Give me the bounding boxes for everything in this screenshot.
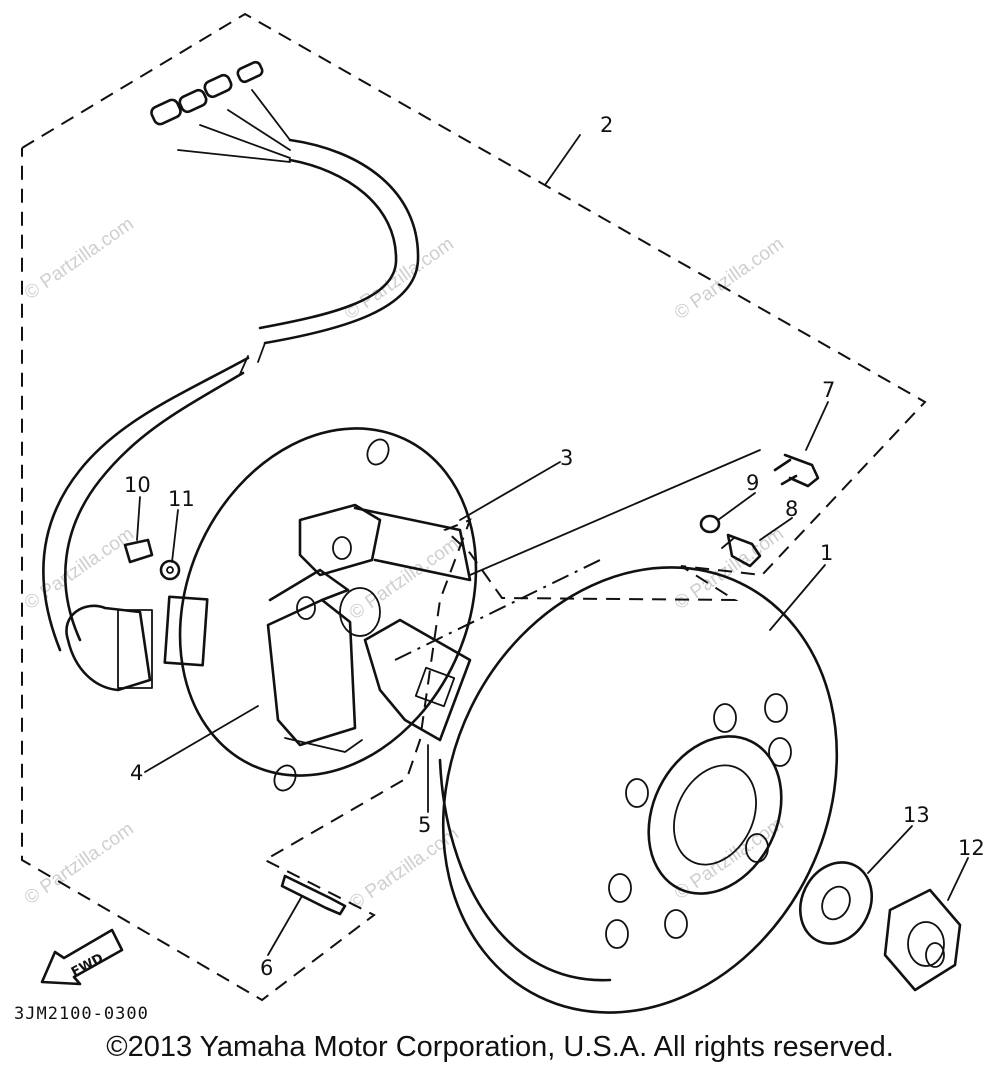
callout-8: 8 bbox=[785, 497, 798, 521]
callout-4: 4 bbox=[130, 761, 143, 785]
watermark: © Partzilla.com bbox=[21, 213, 138, 304]
callout-2: 2 bbox=[600, 113, 613, 137]
assembly-boundary bbox=[21, 12, 927, 1002]
stator-base-plate bbox=[178, 427, 478, 792]
watermark: © Partzilla.com bbox=[21, 818, 138, 909]
fwd-arrow-icon: FWD bbox=[40, 928, 124, 986]
flywheel-rotor-1 bbox=[438, 566, 839, 1014]
callout-3: 3 bbox=[560, 446, 573, 470]
lock-washer-9 bbox=[699, 514, 721, 534]
leader-lines bbox=[136, 134, 969, 956]
nut-12 bbox=[883, 888, 962, 992]
wire-connector bbox=[150, 60, 264, 126]
callouts: 1 2 3 4 5 6 7 8 9 10 11 12 13 bbox=[124, 113, 985, 980]
watermark: © Partzilla.com bbox=[671, 233, 788, 324]
callout-11: 11 bbox=[168, 487, 195, 511]
copyright-notice: ©2013 Yamaha Motor Corporation, U.S.A. A… bbox=[106, 1031, 894, 1063]
screw-10 bbox=[123, 538, 154, 564]
watermark: © Partzilla.com bbox=[21, 523, 138, 614]
callout-6: 6 bbox=[260, 956, 273, 980]
callout-13: 13 bbox=[903, 803, 930, 827]
screw-6 bbox=[280, 874, 347, 916]
callout-12: 12 bbox=[958, 836, 985, 860]
screw-7 bbox=[773, 453, 820, 488]
wire-harness bbox=[42, 89, 420, 652]
pickup-coil-3 bbox=[298, 503, 472, 582]
pulser-coil-5 bbox=[363, 618, 472, 742]
watermark: © Partzilla.com bbox=[341, 233, 458, 324]
callout-5: 5 bbox=[418, 813, 431, 837]
watermark: © Partzilla.com bbox=[346, 533, 463, 624]
callout-10: 10 bbox=[124, 473, 151, 497]
drawing-code: 3JM2100-0300 bbox=[14, 1004, 149, 1024]
harness-connector-block bbox=[65, 604, 153, 692]
axis-centerline bbox=[394, 559, 601, 661]
fwd-label: FWD bbox=[69, 951, 106, 980]
screw-8 bbox=[721, 533, 762, 568]
callout-1: 1 bbox=[820, 541, 833, 565]
callout-7: 7 bbox=[822, 378, 835, 402]
washer-13 bbox=[799, 861, 873, 945]
callout-9: 9 bbox=[746, 471, 759, 495]
charging-coil-4 bbox=[266, 568, 363, 753]
leader-line bbox=[469, 449, 761, 576]
watermark: © Partzilla.com bbox=[346, 823, 463, 914]
coil-lead-block bbox=[163, 595, 209, 667]
watermark-layer: © Partzilla.com © Partzilla.com © Partzi… bbox=[21, 213, 788, 914]
washer-11 bbox=[159, 559, 181, 581]
